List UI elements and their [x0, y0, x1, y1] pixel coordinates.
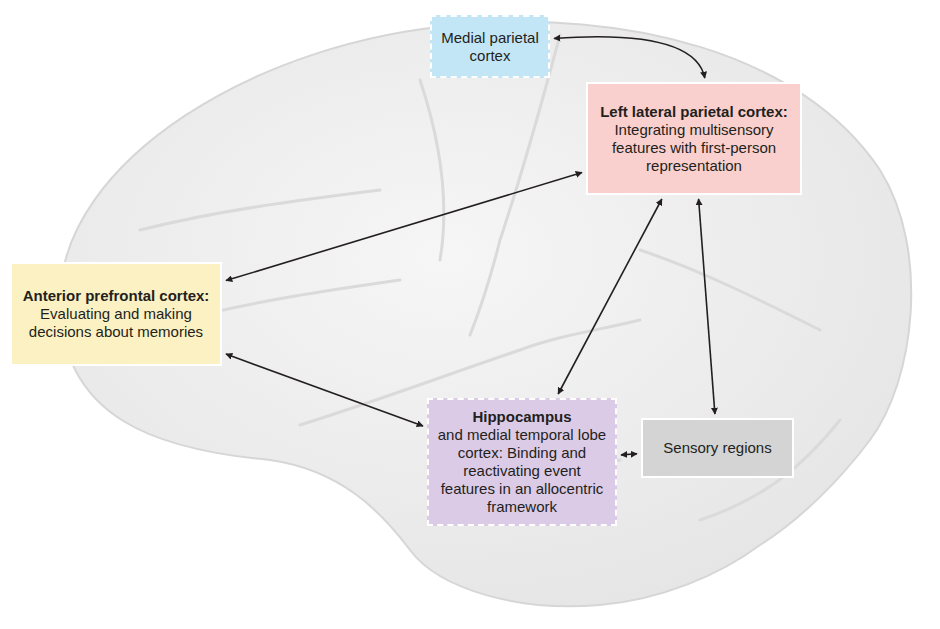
region-description: and medial temporal lobe cortex: Binding…: [437, 426, 607, 516]
region-description: Evaluating and making decisions about me…: [20, 305, 212, 341]
connector-arrow: [699, 199, 715, 414]
region-title: Sensory regions: [663, 439, 771, 457]
region-title: Hippocampus: [472, 408, 571, 426]
connector-arrow: [558, 199, 662, 394]
region-box: Sensory regions: [641, 418, 794, 478]
region-title: Left lateral parietal cortex:: [600, 103, 788, 121]
region-box: Anterior prefrontal cortex:Evaluating an…: [10, 262, 222, 366]
region-box: Medial parietal cortex: [430, 15, 550, 78]
connector-arrow: [226, 173, 582, 281]
region-description: Integrating multisensory features with f…: [596, 121, 792, 175]
connector-arrow: [554, 37, 705, 78]
connector-arrow: [621, 454, 637, 455]
region-box: Hippocampusand medial temporal lobe cort…: [427, 398, 617, 526]
region-title: Medial parietal cortex: [440, 29, 540, 65]
region-title: Anterior prefrontal cortex:: [23, 287, 210, 305]
connector-arrow: [226, 354, 423, 426]
region-box: Left lateral parietal cortex:Integrating…: [586, 82, 802, 195]
